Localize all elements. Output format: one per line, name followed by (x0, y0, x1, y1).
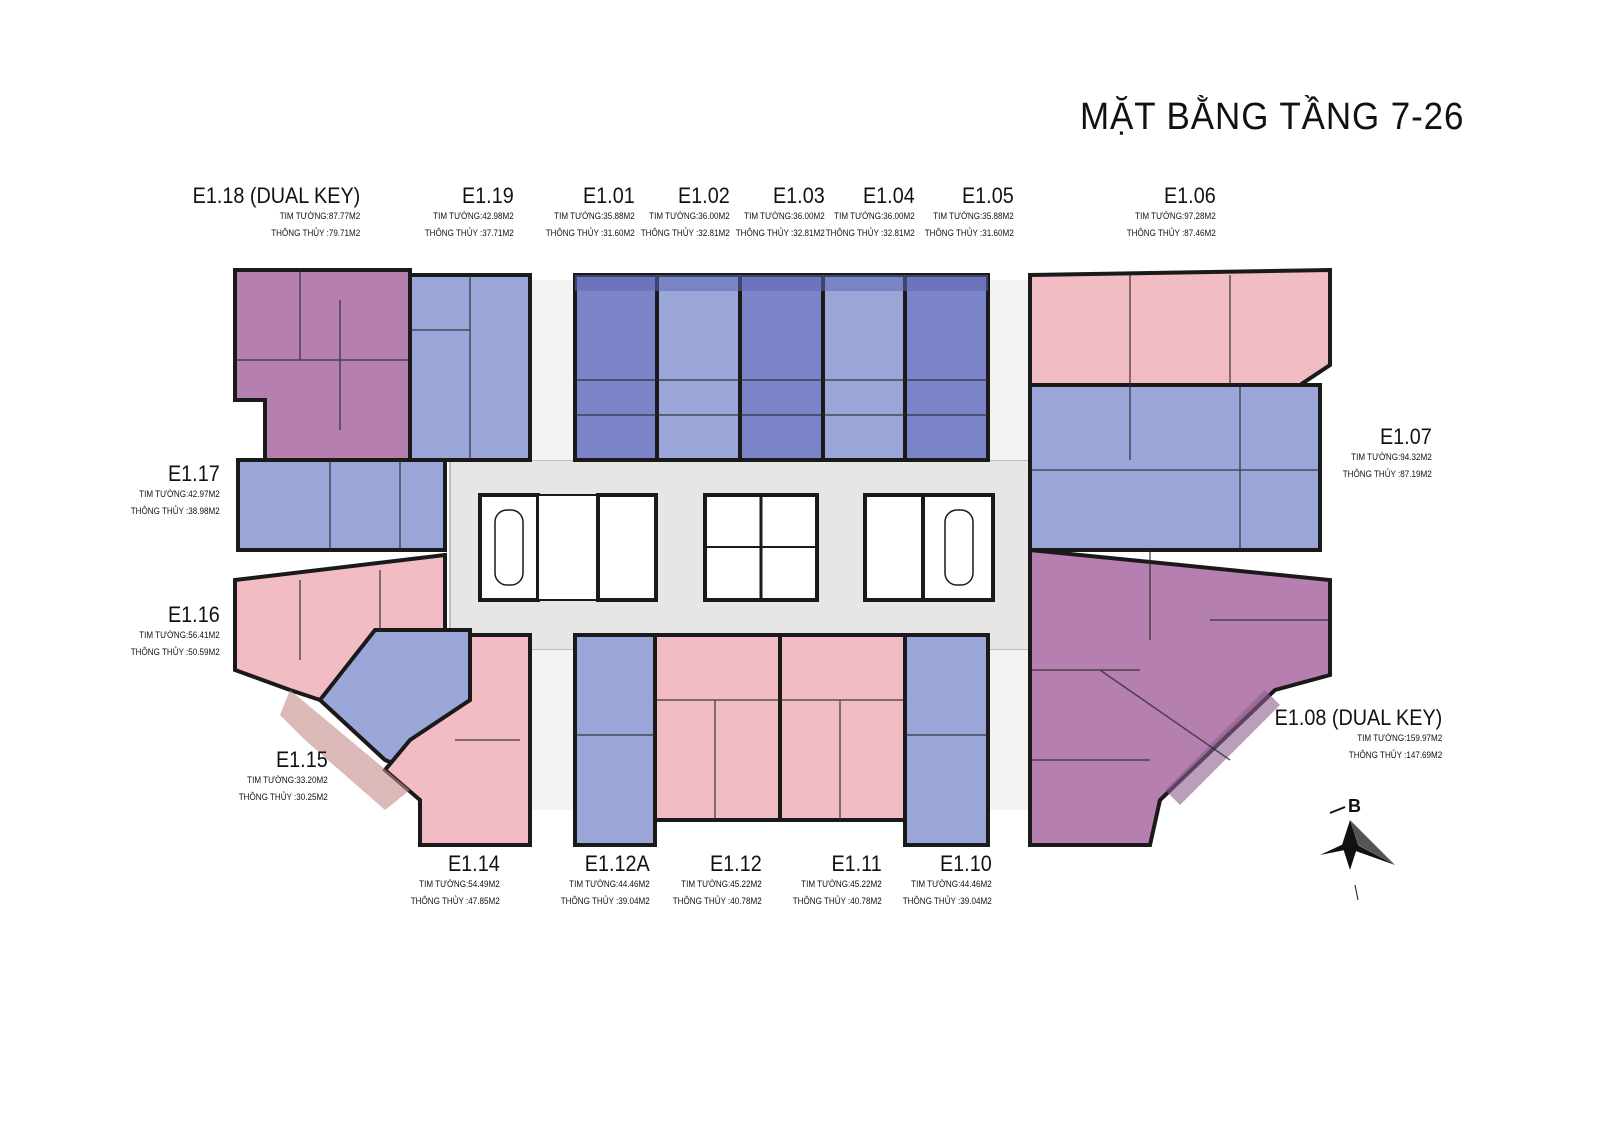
unit-thong-thuy: THÔNG THỦY :31.60M2 (545, 228, 635, 239)
unit-code: E1.17 (168, 461, 220, 486)
label-E1-12A: E1.12A TIM TƯỜNG:44.46M2 THÔNG THỦY :39.… (545, 852, 650, 910)
unit-thong-thuy: THÔNG THỦY :79.71M2 (270, 228, 360, 239)
label-E1-03: E1.03 TIM TƯỜNG:36.00M2 THÔNG THỦY :32.8… (720, 184, 825, 242)
label-E1-08: E1.08 (DUAL KEY) TIM TƯỜNG:159.97M2 THÔN… (1256, 706, 1442, 764)
unit-thong-thuy: THÔNG THỦY :39.04M2 (560, 896, 650, 907)
unit-code: E1.15 (276, 747, 328, 772)
unit-tim-tuong: TIM TƯỜNG:36.00M2 (834, 211, 915, 222)
unit-code: E1.04 (863, 183, 915, 208)
unit-thong-thuy: THÔNG THỦY :40.78M2 (792, 896, 882, 907)
unit-E1-02 (655, 273, 742, 462)
label-E1-10: E1.10 TIM TƯỜNG:44.46M2 THÔNG THỦY :39.0… (887, 852, 992, 910)
label-E1-18: E1.18 (DUAL KEY) TIM TƯỜNG:87.77M2 THÔNG… (174, 184, 360, 242)
unit-thong-thuy: THÔNG THỦY :30.25M2 (238, 792, 328, 803)
label-E1-15: E1.15 TIM TƯỜNG:33.20M2 THÔNG THỦY :30.2… (223, 748, 328, 806)
plan-title: MẶT BẰNG TẦNG 7-26 (1080, 96, 1465, 138)
label-E1-14: E1.14 TIM TƯỜNG:54.49M2 THÔNG THỦY :47.8… (395, 852, 500, 910)
lift-core-center (703, 493, 819, 602)
unit-thong-thuy: THÔNG THỦY :40.78M2 (672, 896, 762, 907)
unit-tim-tuong: TIM TƯỜNG:35.88M2 (933, 211, 1014, 222)
unit-code: E1.08 (DUAL KEY) (1274, 705, 1442, 730)
unit-tim-tuong: TIM TƯỜNG:42.98M2 (433, 211, 514, 222)
unit-thong-thuy: THÔNG THỦY :37.71M2 (424, 228, 514, 239)
unit-code: E1.12 (710, 851, 762, 876)
compass-letter: B (1348, 796, 1361, 816)
unit-tim-tuong: TIM TƯỜNG:87.77M2 (279, 211, 360, 222)
interior-partitions (235, 270, 1330, 820)
unit-code: E1.01 (583, 183, 635, 208)
label-E1-02: E1.02 TIM TƯỜNG:36.00M2 THÔNG THỦY :32.8… (625, 184, 730, 242)
unit-E1-10 (903, 633, 990, 847)
unit-E1-07 (1028, 383, 1322, 552)
unit-thong-thuy: THÔNG THỦY :31.60M2 (924, 228, 1014, 239)
unit-tim-tuong: TIM TƯỜNG:54.49M2 (419, 879, 500, 890)
unit-E1-01 (573, 273, 659, 462)
unit-code: E1.02 (678, 183, 730, 208)
unit-E1-12A (573, 633, 657, 847)
unit-code: E1.10 (940, 851, 992, 876)
unit-E1-12 (653, 633, 782, 822)
balcony-E1-08 (1165, 690, 1280, 805)
unit-tim-tuong: TIM TƯỜNG:44.46M2 (911, 879, 992, 890)
unit-E1-03 (738, 273, 825, 462)
unit-code: E1.03 (773, 183, 825, 208)
balcony-strip-top (575, 275, 988, 291)
unit-code: E1.16 (168, 602, 220, 627)
label-E1-01: E1.01 TIM TƯỜNG:35.88M2 THÔNG THỦY :31.6… (530, 184, 635, 242)
label-E1-19: E1.19 TIM TƯỜNG:42.98M2 THÔNG THỦY :37.7… (409, 184, 514, 242)
label-E1-12: E1.12 TIM TƯỜNG:45.22M2 THÔNG THỦY :40.7… (657, 852, 762, 910)
label-E1-17: E1.17 TIM TƯỜNG:42.97M2 THÔNG THỦY :38.9… (115, 462, 220, 520)
stair-core-left (478, 493, 658, 602)
unit-code: E1.05 (962, 183, 1014, 208)
unit-E1-17 (236, 458, 447, 552)
core-stem-top (530, 280, 575, 460)
unit-tim-tuong: TIM TƯỜNG:36.00M2 (744, 211, 825, 222)
unit-thong-thuy: THÔNG THỦY :32.81M2 (640, 228, 730, 239)
unit-E1-18 (233, 268, 412, 462)
unit-E1-05 (903, 273, 990, 462)
label-E1-16: E1.16 TIM TƯỜNG:56.41M2 THÔNG THỦY :50.5… (115, 603, 220, 661)
unit-tim-tuong: TIM TƯỜNG:35.88M2 (554, 211, 635, 222)
unit-tim-tuong: TIM TƯỜNG:56.41M2 (139, 630, 220, 641)
unit-thong-thuy: THÔNG THỦY :32.81M2 (825, 228, 915, 239)
label-E1-11: E1.11 TIM TƯỜNG:45.22M2 THÔNG THỦY :40.7… (777, 852, 882, 910)
compass-icon (1320, 806, 1395, 901)
stair-core-right (863, 493, 995, 602)
core-stem-top-right (985, 280, 1030, 460)
label-E1-04: E1.04 TIM TƯỜNG:36.00M2 THÔNG THỦY :32.8… (810, 184, 915, 242)
unit-code: E1.07 (1380, 424, 1432, 449)
unit-code: E1.14 (448, 851, 500, 876)
unit-tim-tuong: TIM TƯỜNG:97.28M2 (1135, 211, 1216, 222)
unit-thong-thuy: THÔNG THỦY :32.81M2 (735, 228, 825, 239)
unit-tim-tuong: TIM TƯỜNG:36.00M2 (649, 211, 730, 222)
unit-thong-thuy: THÔNG THỦY :87.19M2 (1342, 469, 1432, 480)
core-stem-bottom-right (985, 650, 1030, 810)
unit-code: E1.19 (462, 183, 514, 208)
unit-tim-tuong: TIM TƯỜNG:94.32M2 (1351, 452, 1432, 463)
unit-thong-thuy: THÔNG THỦY :87.46M2 (1126, 228, 1216, 239)
balcony-E1-15 (280, 690, 410, 810)
label-E1-07: E1.07 TIM TƯỜNG:94.32M2 THÔNG THỦY :87.1… (1327, 425, 1432, 483)
unit-thong-thuy: THÔNG THỦY :50.59M2 (130, 647, 220, 658)
unit-thong-thuy: THÔNG THỦY :147.69M2 (1348, 750, 1443, 761)
unit-code: E1.11 (831, 851, 882, 876)
unit-tim-tuong: TIM TƯỜNG:44.46M2 (569, 879, 650, 890)
unit-tim-tuong: TIM TƯỜNG:42.97M2 (139, 489, 220, 500)
unit-thong-thuy: THÔNG THỦY :38.98M2 (130, 506, 220, 517)
label-E1-06: E1.06 TIM TƯỜNG:97.28M2 THÔNG THỦY :87.4… (1111, 184, 1216, 242)
unit-E1-04 (821, 273, 907, 462)
unit-thong-thuy: THÔNG THỦY :39.04M2 (902, 896, 992, 907)
unit-code: E1.06 (1164, 183, 1216, 208)
unit-tim-tuong: TIM TƯỜNG:45.22M2 (801, 879, 882, 890)
unit-code: E1.18 (DUAL KEY) (192, 183, 360, 208)
unit-tim-tuong: TIM TƯỜNG:33.20M2 (247, 775, 328, 786)
unit-tim-tuong: TIM TƯỜNG:159.97M2 (1356, 733, 1442, 744)
unit-code: E1.12A (585, 851, 650, 876)
unit-tim-tuong: TIM TƯỜNG:45.22M2 (681, 879, 762, 890)
label-E1-05: E1.05 TIM TƯỜNG:35.88M2 THÔNG THỦY :31.6… (909, 184, 1014, 242)
core-stem-bottom (530, 650, 575, 810)
unit-thong-thuy: THÔNG THỦY :47.85M2 (410, 896, 500, 907)
unit-E1-11 (778, 633, 907, 822)
